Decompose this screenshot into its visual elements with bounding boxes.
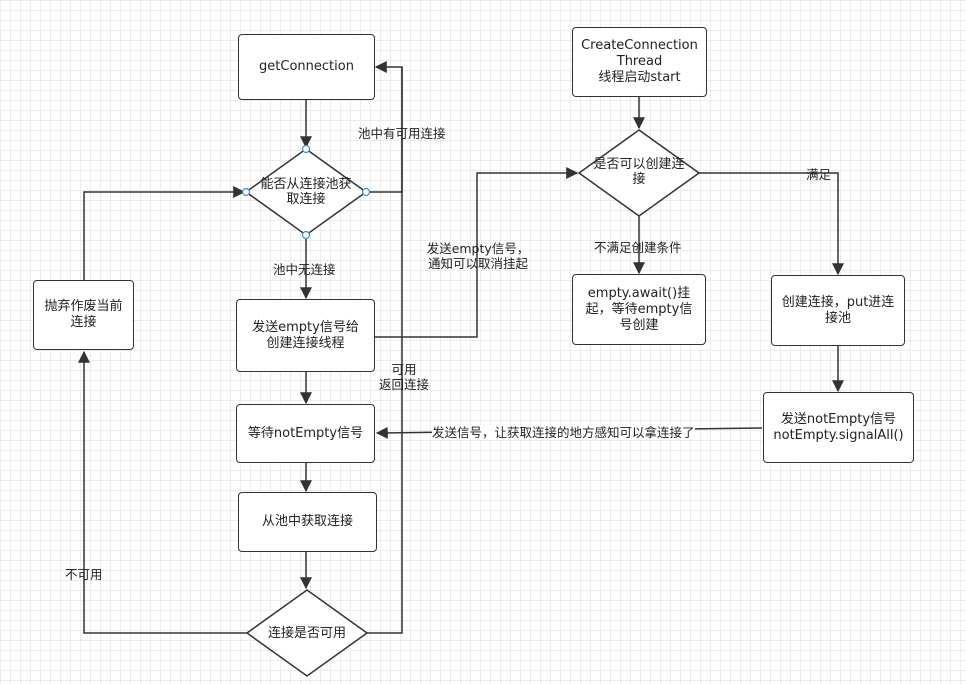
node-send-empty-signal[interactable]: 发送empty信号给 创建连接线程 xyxy=(236,299,375,372)
edge-usable-return xyxy=(367,67,403,634)
edge-label-pool-none: 池中无连接 xyxy=(273,262,336,277)
node-create-and-put[interactable]: 创建连接，put进连 接池 xyxy=(771,275,905,346)
edge-label-not-satisfied: 不满足创建条件 xyxy=(594,240,682,255)
edge-label-send-signal-notify: 发送信号，让获取连接的地方感知可以拿连接了 xyxy=(432,425,695,440)
connection-handle[interactable] xyxy=(241,187,251,197)
edge-unusable xyxy=(78,350,247,634)
node-wait-not-empty[interactable]: 等待notEmpty信号 xyxy=(236,404,375,463)
decision-diamond-is-usable xyxy=(245,589,369,677)
connection-handle[interactable] xyxy=(301,230,311,240)
node-empty-await[interactable]: empty.await()挂 起，等待empty信 号创建 xyxy=(572,274,706,345)
node-get-connection[interactable]: getConnection xyxy=(238,34,375,100)
node-discard-connection[interactable]: 抛弃作废当前 连接 xyxy=(33,280,134,350)
edge-satisfied xyxy=(699,172,844,276)
edge-label-unusable: 不可用 xyxy=(65,567,103,582)
edge-label-pool-available: 池中有可用连接 xyxy=(358,126,446,141)
edge-label-satisfied: 满足 xyxy=(806,167,832,182)
edge-send-empty-notify xyxy=(375,167,579,338)
edge-label-usable-return: 可用 返回连接 xyxy=(378,362,429,392)
decision-is-usable-text[interactable]: 连接是否可用 xyxy=(267,625,346,641)
edge-discard-to-decision xyxy=(83,186,246,280)
node-send-not-empty[interactable]: 发送notEmpty信号 notEmpty.signalAll() xyxy=(763,392,914,463)
connection-handle[interactable] xyxy=(361,187,371,197)
node-get-from-pool[interactable]: 从池中获取连接 xyxy=(238,492,377,552)
connection-handle[interactable] xyxy=(301,144,311,154)
decision-can-get-text[interactable]: 能否从连接池获 取连接 xyxy=(260,177,352,207)
edge-label-send-empty-notify: 发送empty信号， 通知可以取消挂起 xyxy=(426,241,530,271)
decision-can-create-text[interactable]: 是否可以创建连 接 xyxy=(593,157,685,187)
node-create-connection-thread[interactable]: CreateConnection Thread 线程启动start xyxy=(572,27,707,97)
